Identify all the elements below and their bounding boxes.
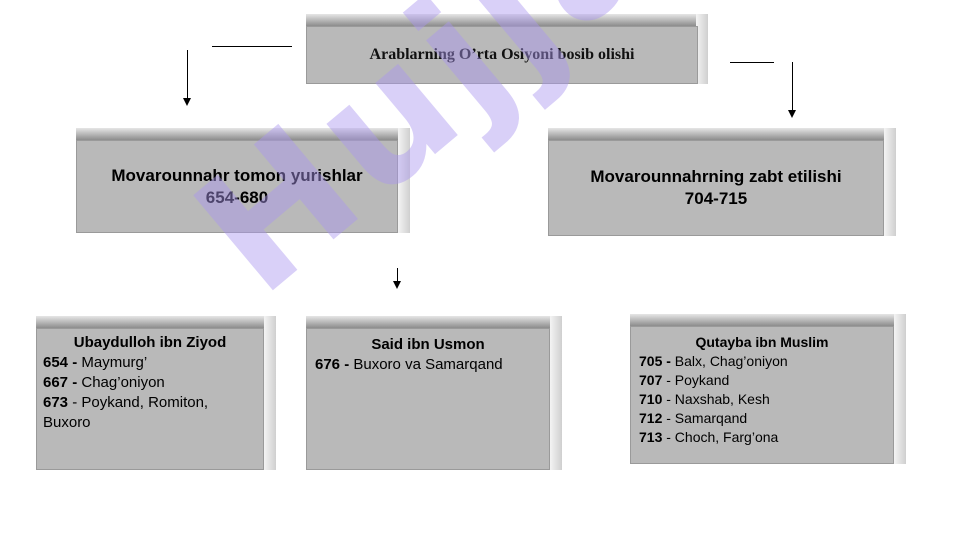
connector-middle-down [397, 268, 398, 282]
list-item: 713 - Choch, Farg’ona [639, 429, 779, 445]
said-box: Said ibn Usmon 676 - Buxoro va Samarqand [306, 316, 562, 470]
arrow-right-icon [788, 110, 796, 118]
list-item: 710 - Naxshab, Kesh [639, 391, 770, 407]
ubaydulloh-header: Ubaydulloh ibn Ziyod [73, 334, 227, 351]
conquest-title: Movarounnahrning zabt etilishi [590, 167, 842, 186]
qutayba-header: Qutayba ibn Muslim [695, 334, 829, 350]
connector-right-down [792, 62, 793, 112]
campaigns-box: Movarounnahr tomon yurishlar 654-680 [76, 128, 410, 233]
arrow-left-icon [183, 98, 191, 106]
conquest-years: 704-715 [684, 189, 748, 208]
conquest-box: Movarounnahrning zabt etilishi 704-715 [548, 128, 896, 236]
list-item: 654 - Maymurg’ [43, 354, 148, 371]
ubaydulloh-box: Ubaydulloh ibn Ziyod 654 - Maymurg’ 667 … [36, 316, 276, 470]
connector-left-down [187, 50, 188, 100]
list-item: 673 - Poykand, Romiton, Buxoro [43, 394, 209, 431]
qutayba-box: Qutayba ibn Muslim 705 - Balx, Chag’oniy… [630, 314, 906, 464]
list-item: 676 - Buxoro va Samarqand [315, 356, 503, 373]
list-item: 707 - Poykand [639, 372, 730, 388]
list-item: 712 - Samarqand [639, 410, 748, 426]
campaigns-years: 654-680 [205, 187, 269, 207]
connector-left [212, 46, 292, 47]
campaigns-title: Movarounnahr tomon yurishlar [111, 165, 363, 185]
diagram-title: Arablarning O’rta Osiyoni bosib olishi [369, 46, 635, 63]
arrow-middle-icon [393, 281, 401, 289]
title-box: Arablarning O’rta Osiyoni bosib olishi [306, 14, 708, 84]
list-item: 667 - Chag’oniyon [43, 374, 165, 391]
list-item: 705 - Balx, Chag’oniyon [639, 353, 788, 369]
said-header: Said ibn Usmon [371, 336, 485, 353]
connector-right [730, 62, 774, 63]
